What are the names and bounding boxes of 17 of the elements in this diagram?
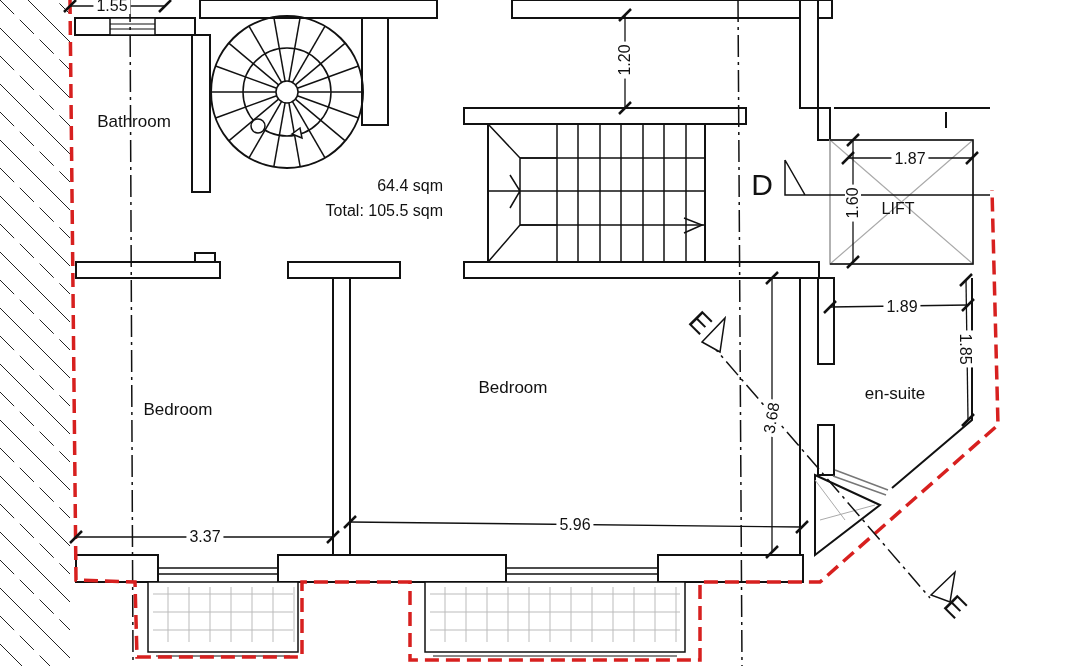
section-marker: D xyxy=(751,170,773,200)
room-label: en-suite xyxy=(864,384,926,402)
section-marker: E xyxy=(938,590,972,624)
dimension-label: 1.87 xyxy=(891,151,929,167)
lift-label: LIFT xyxy=(881,201,915,217)
room-label: Bedroom xyxy=(143,400,213,418)
area-label: Total: 105.5 sqm xyxy=(325,203,443,219)
section-marker: E xyxy=(683,306,717,340)
room-label: Bedroom xyxy=(478,378,548,396)
dimension-label: 1.85 xyxy=(957,330,973,368)
dimension-label: 1.20 xyxy=(617,41,633,79)
area-label: 64.4 sqm xyxy=(377,178,443,194)
dimension-label: 3.37 xyxy=(186,529,224,545)
dimension-label: 1.60 xyxy=(845,184,861,222)
dimension-label: 1.55 xyxy=(93,0,131,14)
dimension-label: 5.96 xyxy=(556,517,594,533)
dimension-label: 1.89 xyxy=(883,299,921,315)
